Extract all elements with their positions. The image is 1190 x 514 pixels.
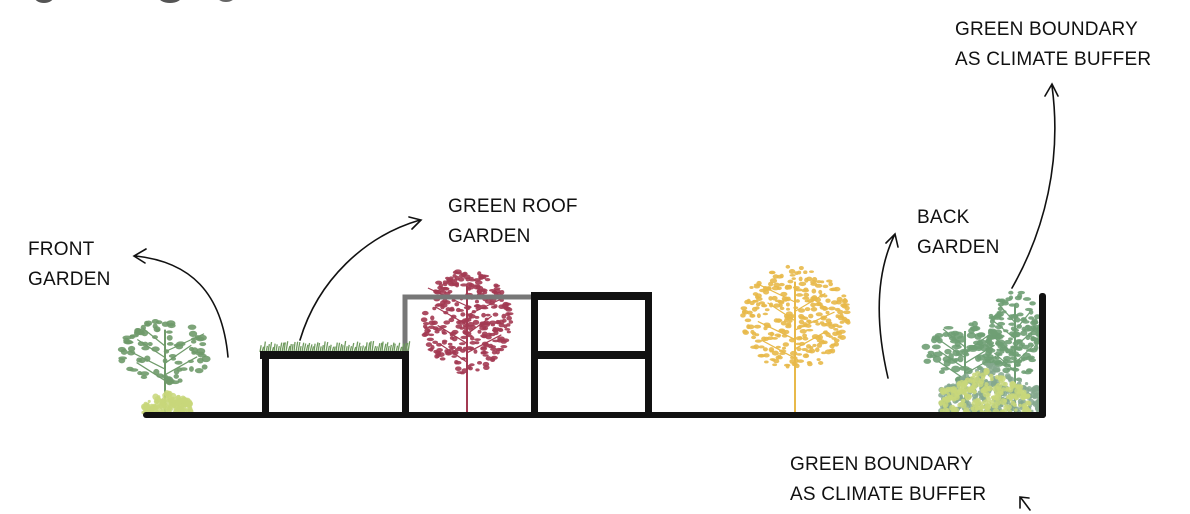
tall-building-floor (531, 351, 652, 359)
ground-line (143, 412, 1046, 418)
label-line: GREEN BOUNDARY (790, 454, 973, 475)
green-roof-garden-label: GREEN ROOF GARDEN (448, 192, 578, 252)
yellow-tree (740, 264, 851, 412)
label-line: GREEN ROOF (448, 196, 578, 217)
front-garden-arrow (132, 248, 229, 358)
back-garden-shrubs-yellow (938, 367, 1032, 417)
back-garden-label: BACK GARDEN (917, 203, 1000, 263)
boundary-wall (1039, 293, 1046, 418)
low-building-roof (260, 351, 409, 359)
label-line: GREEN BOUNDARY (955, 19, 1138, 40)
green-roof-grass (259, 340, 411, 353)
low-building-wall-left (262, 355, 269, 415)
front-garden-tree (117, 318, 211, 414)
boundary-top-arrow (1011, 82, 1059, 289)
tall-building-roof (531, 292, 652, 300)
boundary-top-label: GREEN BOUNDARY AS CLIMATE BUFFER (955, 15, 1151, 75)
label-line: GARDEN (28, 269, 111, 290)
back-garden-arrow (878, 232, 899, 379)
buildings (143, 292, 1046, 418)
roof-extension-outline (402, 294, 535, 355)
arrows (132, 82, 1059, 511)
label-line: GARDEN (917, 237, 1000, 258)
vegetation (117, 264, 1046, 417)
tall-building-wall-right (645, 292, 652, 415)
boundary-bottom-arrow (1019, 496, 1031, 511)
label-line: AS CLIMATE BUFFER (955, 49, 1152, 70)
label-line: GARDEN (448, 226, 531, 247)
label-line: BACK (917, 207, 970, 228)
red-tree (420, 269, 514, 412)
front-garden-label: FRONT GARDEN (28, 235, 111, 295)
label-line: AS CLIMATE BUFFER (790, 484, 987, 505)
tall-building-wall-left (531, 292, 538, 415)
cropped-heading-fragments (35, 0, 233, 3)
label-line: FRONT (28, 239, 95, 260)
boundary-bottom-label: GREEN BOUNDARY AS CLIMATE BUFFER (790, 450, 986, 510)
low-building-wall-right (402, 355, 409, 415)
green-roof-arrow (299, 216, 423, 341)
